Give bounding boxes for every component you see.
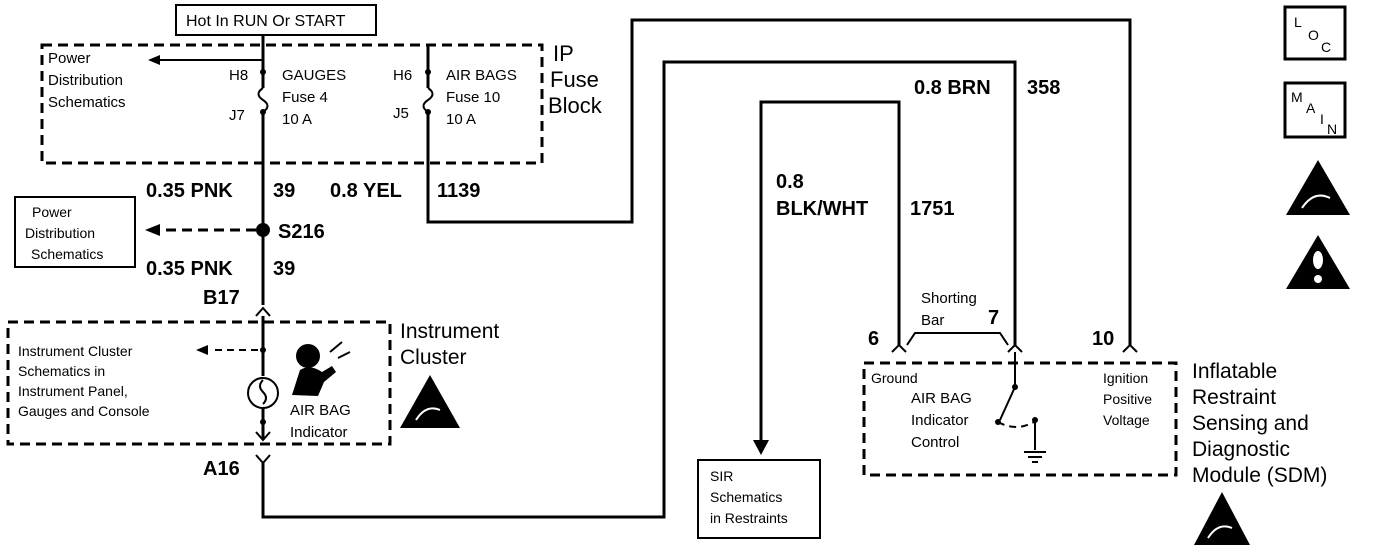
main-icon[interactable]: M A I N: [1283, 81, 1347, 139]
ground-symbol-icon: [1024, 451, 1046, 463]
instrument-cluster-box: [6, 320, 392, 446]
wire-pnk-bottom-num: 39: [273, 258, 295, 280]
sdm-title-2: Restraint: [1192, 386, 1276, 409]
airbag-indicator-icon: [292, 341, 351, 396]
gauges-fuse-name: GAUGES: [282, 67, 346, 84]
gauges-pin-top: H8: [229, 67, 248, 84]
svg-text:M: M: [1291, 89, 1303, 105]
sdm-title-5: Module (SDM): [1192, 464, 1327, 487]
cluster-ref-1: Instrument Cluster: [18, 343, 133, 359]
sdm-title-4: Diagnostic: [1192, 438, 1290, 461]
pin-7: 7: [988, 307, 999, 329]
hot-label: Hot In RUN Or START: [186, 13, 346, 30]
cluster-ref-3: Instrument Panel,: [18, 383, 128, 399]
sir-label-3: in Restraints: [710, 510, 788, 526]
loc-icon[interactable]: L O C: [1283, 5, 1347, 61]
wire-yel-label: 0.8 YEL: [330, 180, 402, 202]
shorting-bar-1: Shorting: [921, 290, 977, 307]
power-dist-mid-2: Distribution: [25, 225, 95, 241]
airbags-fuse-icon: [422, 87, 434, 113]
instrument-cluster-title-2: Cluster: [400, 346, 467, 369]
svg-text:I: I: [1320, 111, 1324, 127]
esd-warning-icon: [1194, 492, 1250, 545]
sdm-title-1: Inflatable: [1192, 360, 1277, 383]
power-dist-mid-1: Power: [32, 204, 72, 220]
switch-icon: [999, 386, 1016, 421]
splice-label: S216: [278, 221, 325, 243]
airbags-fuse-name: AIR BAGS: [446, 67, 517, 84]
arrow-down-icon: [753, 440, 769, 455]
pin-10: 10: [1092, 328, 1114, 350]
arrow-left-icon: [196, 345, 208, 355]
hot-label-box: [175, 4, 377, 36]
cluster-ref-4: Gauges and Console: [18, 403, 150, 419]
airbags-fuse-amps: 10 A: [446, 111, 476, 128]
cluster-ref-2: Schematics in: [18, 363, 105, 379]
airbags-pin-top: H6: [393, 67, 412, 84]
wire-blkwht-1751: [759, 100, 901, 440]
airbags-pin-bottom: J5: [393, 105, 409, 122]
shorting-bar: [906, 332, 1009, 346]
sir-label-2: Schematics: [710, 489, 782, 505]
connector-a16-icon: [255, 454, 271, 465]
connector-b17-icon: [255, 306, 271, 317]
sdm-control-3: Control: [911, 434, 959, 451]
wire-blkwht-label-1: 0.8: [776, 171, 804, 193]
gauges-fuse-amps: 10 A: [282, 111, 312, 128]
wire-pnk-top-label: 0.35 PNK: [146, 180, 233, 202]
ip-fuse-block-title-3: Block: [548, 93, 603, 118]
svg-text:A: A: [1306, 100, 1316, 116]
ip-fuse-block-title-2: Fuse: [550, 67, 599, 92]
sdm-ignition-3: Voltage: [1103, 412, 1150, 428]
shorting-bar-2: Bar: [921, 312, 944, 329]
power-dist-top-2: Distribution: [48, 72, 123, 89]
wire-brn-label: 0.8 BRN: [914, 77, 991, 99]
sir-box: [697, 459, 821, 539]
sdm-control-1: AIR BAG: [911, 390, 972, 407]
arrow-left-icon: [148, 55, 160, 65]
gauges-fuse-icon: [257, 87, 269, 113]
sdm-ground: Ground: [871, 370, 918, 386]
wire-brn-358: [261, 60, 1017, 519]
caution-icon[interactable]: [1286, 235, 1350, 289]
svg-text:N: N: [1327, 121, 1337, 137]
sdm-title-3: Sensing and: [1192, 412, 1309, 435]
ip-fuse-block-title-1: IP: [553, 41, 574, 66]
power-dist-top-3: Schematics: [48, 94, 126, 111]
wire-pnk-bottom-label: 0.35 PNK: [146, 258, 233, 280]
sdm-ignition-2: Positive: [1103, 391, 1152, 407]
sdm-control-2: Indicator: [911, 412, 969, 429]
esd-icon[interactable]: [1286, 160, 1350, 215]
wire-blkwht-label-2: BLK/WHT: [776, 198, 868, 220]
sir-label-1: SIR: [710, 468, 733, 484]
gauges-fuse-number: Fuse 4: [282, 89, 328, 106]
arrow-left-icon: [145, 224, 160, 236]
connector-a16: A16: [203, 458, 240, 480]
connector-b17: B17: [203, 287, 240, 309]
ip-fuse-block-box: [40, 43, 544, 165]
gauges-pin-bottom: J7: [229, 107, 245, 124]
power-dist-mid-box: [14, 196, 136, 268]
svg-text:C: C: [1321, 39, 1331, 55]
svg-text:L: L: [1294, 14, 1302, 30]
indicator-label-2: Indicator: [290, 424, 348, 441]
sdm-ignition-1: Ignition: [1103, 370, 1148, 386]
indicator-label-1: AIR BAG: [290, 402, 351, 419]
power-dist-mid-3: Schematics: [31, 246, 103, 262]
svg-text:O: O: [1308, 27, 1319, 43]
pin-6: 6: [868, 328, 879, 350]
airbags-fuse-number: Fuse 10: [446, 89, 500, 106]
sdm-box: [862, 361, 1178, 477]
wire-yel-1139: [426, 18, 1132, 345]
wire-brn-num: 358: [1027, 77, 1060, 99]
splice-s216: [256, 223, 270, 237]
wire-blkwht-num: 1751: [910, 198, 955, 220]
power-dist-top-1: Power: [48, 50, 91, 67]
wire-yel-num: 1139: [437, 180, 480, 202]
esd-warning-icon: [400, 375, 460, 428]
instrument-cluster-title-1: Instrument: [400, 320, 499, 343]
wire-pnk-top-num: 39: [273, 180, 295, 202]
